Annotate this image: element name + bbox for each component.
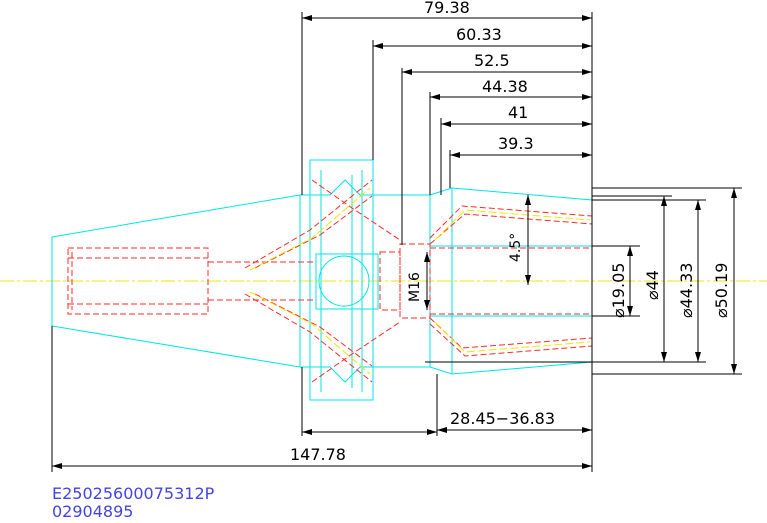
arrowhead [582,152,592,158]
arrowhead [582,121,592,127]
arrowhead [450,152,460,158]
dim-52-5: 52.5 [474,51,510,70]
drawing-number: 02904895 [52,502,134,521]
arrowhead [525,195,531,205]
dim-range: 28.45−36.83 [450,409,555,428]
dim-dia-44: ⌀44 [643,270,662,300]
dim-41: 41 [508,103,528,122]
arrowhead [424,300,430,310]
inner-detail-line [249,291,371,375]
hidden-lines [67,179,593,383]
arrowhead [661,196,667,206]
collet-taper [429,213,593,245]
dim-dia-50-19: ⌀50.19 [712,263,731,318]
part-number: E25025600075312P [52,484,215,503]
m16-bore-inner [399,243,431,319]
arrowhead [582,43,592,49]
dim-60-33: 60.33 [456,25,502,44]
inner-detail-line [434,321,591,353]
collet-taper [429,323,593,357]
drive-slot [315,253,379,310]
dim-overall-length: 147.78 [290,445,346,464]
holder-outline [51,159,593,401]
arrowhead [695,352,701,362]
inner-detail-line [434,209,591,241]
arrowhead [582,463,592,469]
drive-hole [318,255,370,307]
arrowhead [731,364,737,374]
dim-39-3: 39.3 [498,134,534,153]
arrowhead [52,463,62,469]
arrowhead [373,43,383,49]
v-flange-lower [309,366,374,401]
coolant-channel [254,195,373,269]
coolant-channel [244,179,373,269]
arrowhead [437,427,447,433]
coolant-channel [311,179,401,241]
arrowhead [731,188,737,198]
dimension-lines [51,12,742,472]
dim-44-38: 44.38 [482,77,528,96]
coolant-channel [254,293,373,367]
arrowhead [424,252,430,262]
dim-thread-m16: M16 [407,272,423,302]
arrowhead [582,94,592,100]
arrowhead [582,15,592,21]
arrowhead [695,200,701,210]
arrowhead [302,15,312,21]
arrowhead [427,429,437,435]
inner-detail-line [249,187,371,271]
arrowhead [627,306,633,316]
arrowhead [430,94,440,100]
dim-angle: 4.5° [508,233,524,262]
arrowhead [441,121,451,127]
rear-bore [67,247,209,315]
arrowhead [661,352,667,362]
coolant-channel [244,293,373,383]
arrowhead [302,429,312,435]
arrowheads [52,15,737,469]
dim-dia-44-33: ⌀44.33 [677,263,696,318]
collet-taper [429,317,593,349]
dim-79-38: 79.38 [424,0,470,17]
arrowhead [402,69,412,75]
arrowhead [582,69,592,75]
v-flange [309,159,374,196]
collet-taper [429,205,593,239]
coolant-channel [311,321,401,383]
arrowhead [627,246,633,256]
arrowhead [525,275,531,285]
dim-dia-19-05: ⌀19.05 [609,263,628,318]
arrowhead [582,427,592,433]
inner-detail [249,187,591,375]
